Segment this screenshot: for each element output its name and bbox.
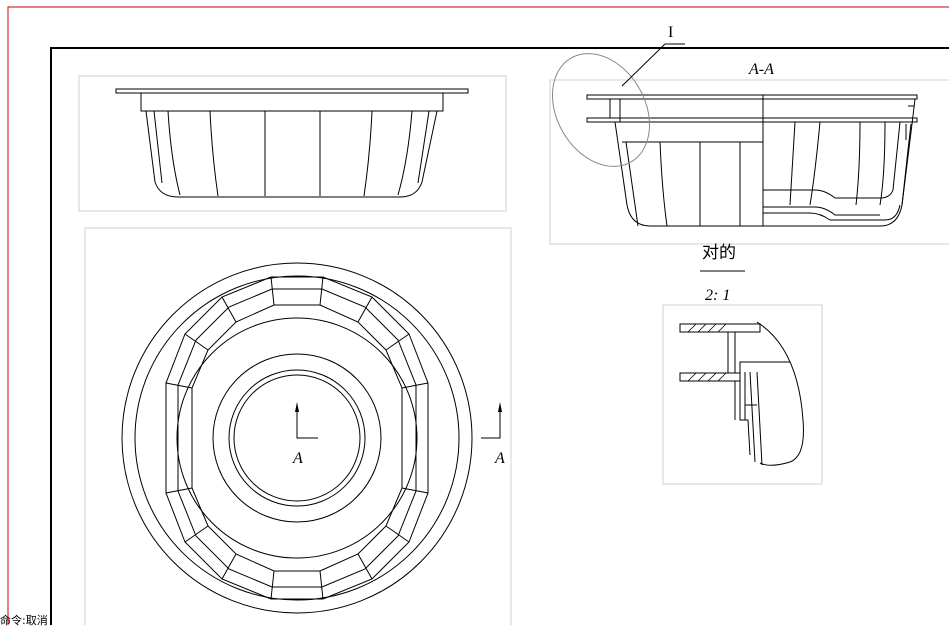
detail-leader (621, 43, 685, 87)
section-arrow-label-right: A (495, 450, 505, 467)
detail-circle-I (552, 53, 650, 167)
viewport-frames (78, 75, 949, 625)
arrowheads (295, 402, 502, 412)
drawing-frame (50, 47, 949, 625)
section-view (586, 94, 918, 227)
section-arrow-label-left: A (293, 450, 303, 467)
detail-title: 对的 (702, 243, 736, 263)
top-view (121, 262, 473, 614)
detail-scale: 2: 1 (705, 287, 731, 304)
detail-view (679, 321, 804, 466)
section-arrows (296, 405, 501, 439)
section-view-label: A-A (749, 61, 774, 78)
detail-marker-label: I (668, 24, 674, 41)
paper-border (7, 6, 949, 625)
front-view (115, 88, 469, 198)
command-line[interactable]: 命令:取消 (0, 614, 48, 627)
